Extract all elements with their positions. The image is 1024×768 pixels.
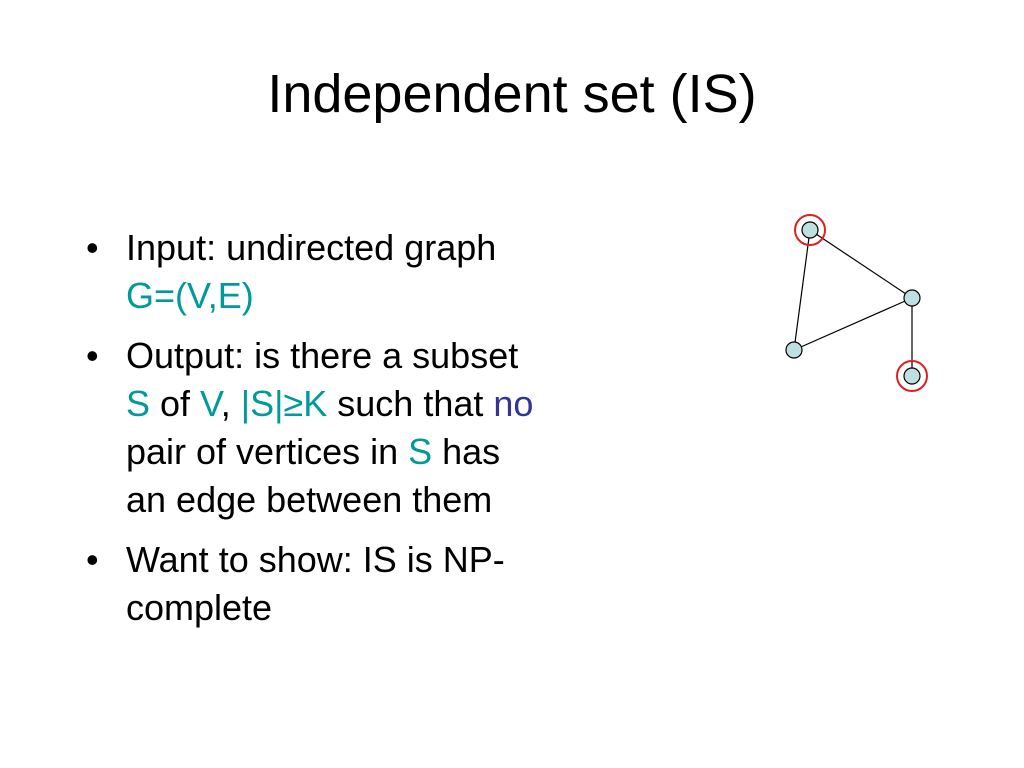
bullet-marker: • [86, 227, 99, 268]
bullet-list: • Input: undirected graph G=(V,E) • Outp… [86, 224, 686, 644]
example-graph [785, 214, 928, 392]
want-line-1: Want to show: IS is NP- [126, 539, 505, 580]
size-condition: |S|≥K [240, 383, 328, 424]
bullet-want: • Want to show: IS is NP- complete [86, 536, 686, 632]
pair-text: pair of vertices in [126, 431, 409, 472]
want-line-2: complete [126, 587, 273, 628]
graph-vertex-left [785, 341, 803, 359]
bullet-input: • Input: undirected graph G=(V,E) [86, 224, 686, 320]
slide-title: Independent set (IS) [267, 64, 757, 124]
selected-vertex-ring-bottom [896, 360, 928, 392]
bullet-marker: • [86, 335, 99, 376]
of-text: of [150, 383, 201, 424]
has-text: has [432, 431, 501, 472]
graph-edge-top-left [793, 229, 811, 351]
graph-notation: G=(V,E) [126, 275, 254, 316]
graph-vertex-bottom [903, 367, 921, 385]
graph-edge-left-right [793, 297, 913, 351]
graph-vertex-top [801, 221, 819, 239]
set-s-symbol-2: S [408, 431, 433, 472]
graph-edge-top-right [809, 229, 913, 299]
output-question-text: Output: is there a subset [126, 335, 519, 376]
bullet-marker: • [86, 539, 99, 580]
comma-text: , [220, 383, 241, 424]
graph-vertex-right [903, 289, 921, 307]
selected-vertex-ring-top [794, 214, 826, 246]
no-emphasis: no [493, 383, 534, 424]
input-lead-text: Input: undirected graph [126, 227, 497, 268]
bullet-output: • Output: is there a subset S of V, |S|≥… [86, 332, 686, 524]
set-s-symbol: S [126, 383, 151, 424]
set-v-symbol: V [200, 383, 221, 424]
such-that-text: such that [327, 383, 494, 424]
edge-between-text: an edge between them [126, 479, 493, 520]
